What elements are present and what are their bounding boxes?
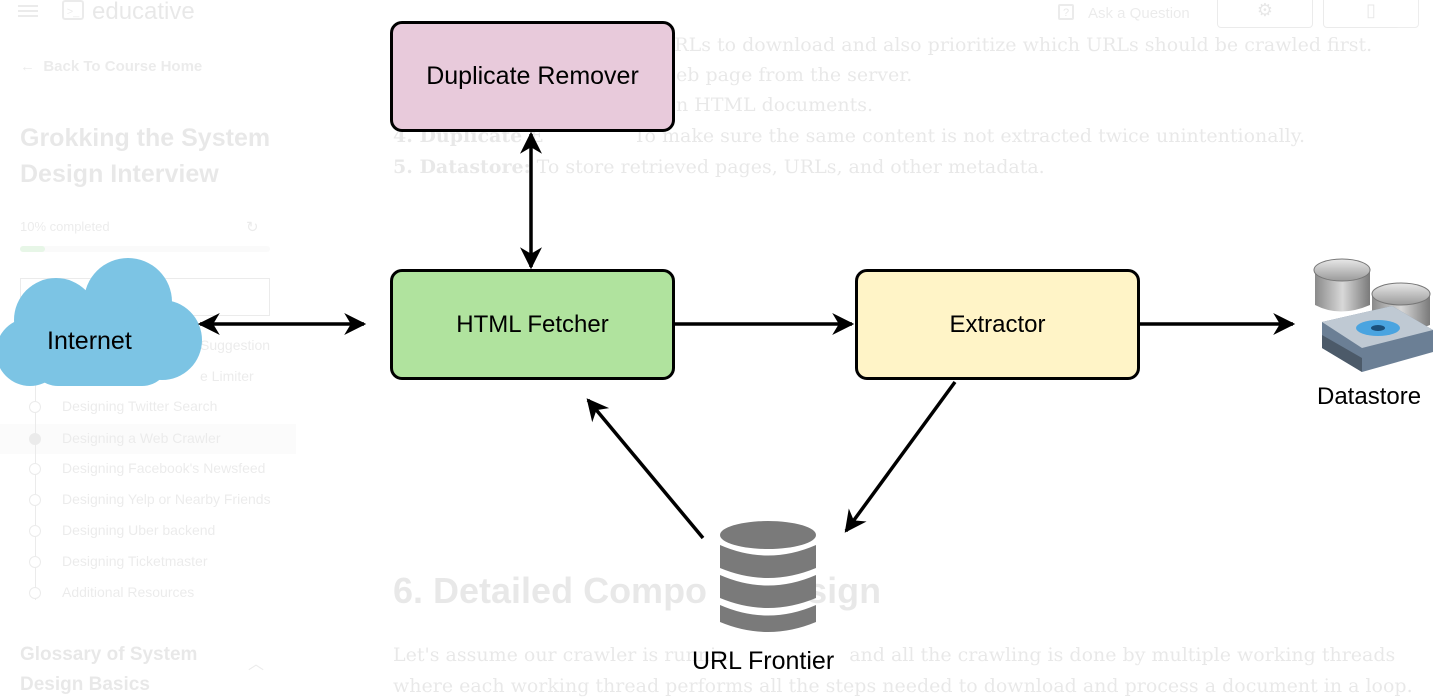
cloud-icon bbox=[0, 258, 202, 386]
internet-label: Internet bbox=[47, 327, 132, 355]
frontier-fetcher-arrow bbox=[586, 398, 705, 540]
database-icon bbox=[720, 521, 816, 632]
duplicate-remover-node: Duplicate Remover bbox=[390, 21, 675, 132]
extractor-frontier-arrow bbox=[844, 380, 957, 533]
html-fetcher-label: HTML Fetcher bbox=[456, 310, 609, 338]
datastore-label: Datastore bbox=[1317, 383, 1422, 410]
duplicate-remover-label: Duplicate Remover bbox=[426, 62, 639, 90]
extractor-node: Extractor bbox=[855, 269, 1140, 380]
url-frontier-label: URL Frontier bbox=[692, 647, 835, 675]
server-icon bbox=[1313, 258, 1433, 372]
html-fetcher-node: HTML Fetcher bbox=[390, 269, 675, 380]
extractor-label: Extractor bbox=[949, 310, 1046, 338]
